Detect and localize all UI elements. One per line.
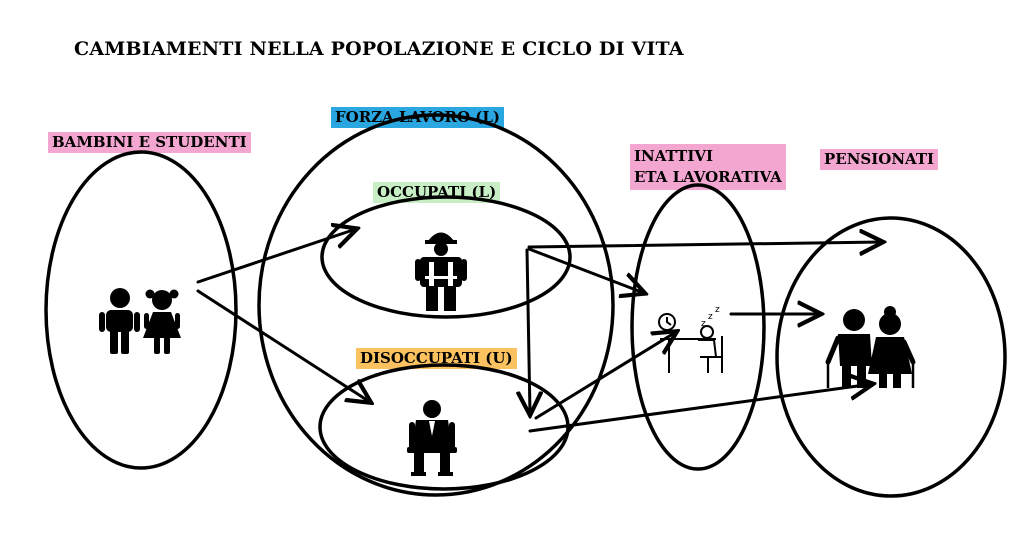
elderly-couple-icon [825,306,916,388]
employed-ellipse [320,195,572,319]
labor-force-ellipse [257,113,615,497]
arrow-students-to-employed [196,229,356,284]
retired-label: PENSIONATI [820,149,939,170]
students-ellipse [44,150,238,470]
inactive-label-line2: ETA LAVORATIVA [634,168,782,186]
retired-ellipse [775,216,1007,498]
inactive-label: INATTIVI ETA LAVORATIVA [630,144,786,190]
worker-icon [415,232,467,311]
diagram-title: CAMBIAMENTI NELLA POPOLAZIONE E CICLO DI… [74,38,684,60]
inactive-label-line1: INATTIVI [634,147,714,165]
children-icon [99,288,181,354]
sleeping-at-desk-icon: z z z [658,305,723,373]
arrow-unemployed-to-retired [528,384,872,433]
arrow-students-to-unemployed [196,289,370,402]
svg-text:z: z [708,312,713,322]
seated-person-icon [407,400,457,476]
svg-text:z: z [715,305,720,315]
arrow-employed-to-unemployed [527,248,530,414]
inactive-ellipse [630,183,766,471]
students-label: BAMBINI E STUDENTI [48,132,251,153]
arrow-unemployed-to-inactive [534,332,676,420]
arrow-employed-to-inactive [527,247,644,293]
arrow-employed-to-retired [527,242,882,247]
unemployed-label: DISOCCUPATI (U) [356,348,517,369]
svg-text:z: z [701,319,706,329]
